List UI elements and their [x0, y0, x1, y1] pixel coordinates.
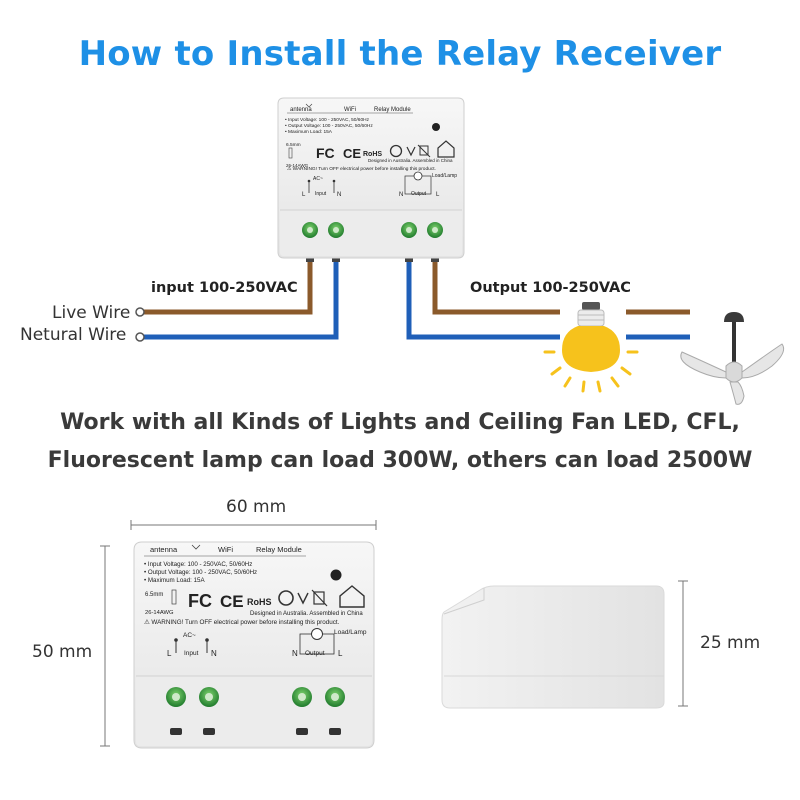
load-lamp-label-2: Load/Lamp [334, 629, 367, 636]
antenna-label: antenna [290, 107, 312, 113]
green-dot-icon [406, 146, 416, 157]
neutral-wire-terminal [135, 332, 145, 342]
output-n-label-2: N [292, 649, 298, 658]
wifi-label-2: WiFi [218, 545, 233, 554]
output-l-label: L [436, 192, 440, 198]
neutral-input-wire [140, 258, 339, 340]
green-dot-icon [297, 592, 309, 605]
designed-label-2: Designed in Australia. Assembled in Chin… [250, 611, 363, 617]
caption-line-1: Work with all Kinds of Lights and Ceilin… [60, 410, 740, 435]
rohs-mark-2: RoHS [247, 597, 272, 607]
input-l-label-2: L [167, 649, 172, 658]
weee-bin-icon [417, 144, 431, 158]
strip-length-label-2: 6.5mm [145, 592, 163, 598]
output-label: Output [411, 191, 427, 197]
input-voltage-label: input 100-250VAC [151, 280, 298, 296]
output-l-label-2: L [338, 649, 343, 658]
relay-module-top: antenna WiFi Relay Module • Input Voltag… [277, 97, 465, 259]
width-dimension-label: 60 mm [226, 497, 287, 517]
spec-max-load-2: • Maximum Load: 15A [144, 577, 206, 584]
wire-entry-holes [170, 728, 341, 735]
module-name-label-2: Relay Module [256, 545, 302, 554]
ac-label: AC~ [313, 176, 323, 182]
rohs-mark: RoHS [363, 151, 382, 158]
status-led [432, 123, 440, 131]
recycle-icon [389, 144, 403, 158]
wifi-label: WiFi [344, 107, 356, 113]
height-dimension-label: 50 mm [32, 642, 93, 662]
house-icon [339, 585, 365, 608]
depth-dimension-label: 25 mm [700, 633, 761, 653]
module-name-label: Relay Module [374, 107, 411, 113]
output-n-label: N [399, 192, 403, 198]
fc-mark: FC [316, 145, 335, 161]
output-voltage-label: Output 100-250VAC [470, 280, 631, 296]
warning-label: ⚠ WARNING! Turn OFF electrical power bef… [287, 166, 436, 172]
ceiling-fan-icon [680, 312, 785, 405]
antenna-icon [305, 103, 313, 108]
fc-mark-2: FC [188, 591, 212, 611]
recycle-icon [278, 590, 294, 606]
page-title: How to Install the Relay Receiver [78, 34, 722, 74]
antenna-icon [191, 544, 201, 550]
ac-label-2: AC~ [183, 632, 196, 639]
spec-output: • Output Voltage: 100 - 250VAC, 50/60Hz [285, 123, 373, 129]
antenna-label-2: antenna [150, 545, 178, 554]
terminal-screws [302, 222, 443, 238]
live-output-wire [432, 258, 560, 315]
spec-max-load: • Maximum Load: 15A [285, 129, 333, 135]
awg-label: 26-14AWG [286, 163, 309, 168]
dimension-lines [100, 520, 688, 747]
terminal-screws-front [166, 687, 345, 707]
relay-module-front: antenna WiFi Relay Module • Input Voltag… [133, 541, 375, 749]
input-l-label: L [302, 192, 306, 198]
strip-length-label: 6.5mm [286, 142, 301, 148]
warning-label-2: ⚠ WARNING! Turn OFF electrical power bef… [144, 619, 340, 626]
load-lamp-label: Load/Lamp [432, 173, 457, 179]
weee-bin-icon [311, 589, 328, 607]
neutral-output-wire [406, 258, 560, 340]
designed-label: Designed in Australia. Assembled in Chin… [368, 158, 453, 163]
ce-mark-2: CE [220, 592, 244, 611]
ce-mark: CE [343, 146, 361, 161]
caption-line-2: Fluorescent lamp can load 300W, others c… [47, 448, 753, 473]
input-n-label: N [337, 192, 341, 198]
status-led [330, 569, 342, 581]
awg-label-2: 26-14AWG [145, 610, 174, 616]
spec-output-2: • Output Voltage: 100 - 250VAC, 50/60Hz [144, 569, 257, 576]
lamp-symbol-icon [311, 628, 323, 640]
live-wire-terminal [135, 307, 145, 317]
input-label: Input [315, 191, 327, 197]
spec-input: • Input Voltage: 100 - 250VAC, 50/60Hz [285, 117, 370, 123]
live-wire-label: Live Wire [52, 303, 131, 323]
lamp-symbol-icon [413, 171, 423, 181]
house-icon [437, 140, 455, 158]
spec-input-2: • Input Voltage: 100 - 250VAC, 50/60Hz [144, 561, 252, 568]
neutral-wire-label: Netural Wire [20, 325, 127, 345]
input-label-2: Input [184, 650, 199, 657]
light-bulb-icon [543, 302, 639, 393]
live-input-wire [140, 258, 313, 315]
output-label-2: Output [305, 650, 325, 657]
relay-module-side-view [441, 585, 665, 709]
input-n-label-2: N [211, 649, 217, 658]
